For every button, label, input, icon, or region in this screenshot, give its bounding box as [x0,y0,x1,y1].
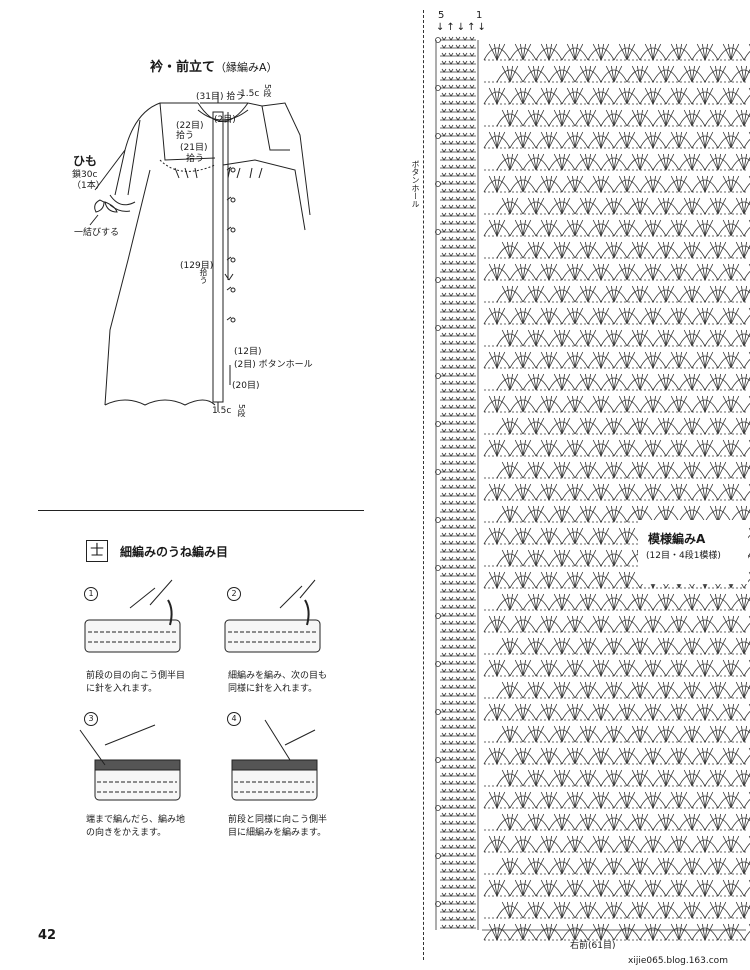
label-rows-bottom: 5段 [237,404,246,418]
label-pick22b: 拾う [176,131,195,141]
fold-line [423,10,424,960]
step-illustrations [79,579,321,801]
step4-illustration [231,719,318,801]
chart-bottom-label: 右前(61目) [570,941,616,951]
stitch-chart: 5 1 ↓↑↓↑↓ ボタンホール 模様編みA (12目・4段1模様) 右前(61… [411,0,750,970]
label-tie: 一結びする [74,228,120,238]
pattern-title: 模様編みA [648,532,706,546]
step4-number: 4 [227,712,241,726]
pattern-note: (12目・4段1模様) [646,551,721,561]
step2-caption: 細編みを編み、次の目も 同様に針を入れます。 [228,671,328,694]
watermark: xijie065.blog.163.com [628,956,728,966]
technique-title: 細編みのうね編み目 [120,545,229,559]
technique-section: 士 細編みのうね編み目 [0,520,420,850]
label-buttonhole2: (2目) ボタンホール [234,360,313,370]
label-himo-count: （1本） [72,181,105,191]
chart-top-arrows: ↓↑↓↑↓ [436,22,488,33]
step1-number: 1 [84,587,98,601]
label-himo-chain: 鎖30c [72,170,98,180]
label-pick21: (21目) [180,143,208,153]
step3-caption: 端まで編んだら、編み地 の向きをかえます。 [86,815,186,838]
label-len-bottom: 1.5c [212,406,232,416]
diagram-title: 衿・前立て（縁編みA） [150,60,278,75]
label-len-top: 1.5c [240,89,260,99]
step2-number: 2 [227,587,241,601]
step2-illustration [224,579,321,653]
step4-caption: 前段と同様に向こう側半 目に細編みを編みます。 [228,815,328,838]
label-pick129: (129目) [180,261,214,271]
step3-illustration [79,724,181,801]
chart-grid [435,36,750,941]
step1-illustration [84,579,181,653]
section-divider [38,510,364,511]
label-rows-top: 5段 [263,84,272,98]
label-pick22: (22目) [176,121,204,131]
technique-symbol: 士 [86,540,108,562]
label-twelve: (12目) [234,347,262,357]
label-two-top: (2目) [214,115,236,125]
label-pick31: (31目) 拾う [196,92,245,102]
garment-outline [89,92,311,412]
step1-caption: 前段の目の向こう側半目 に針を入れます。 [86,671,186,694]
chart-top-five: 5 [438,10,445,21]
page-number: 42 [38,928,57,943]
step3-number: 3 [84,712,98,726]
label-twenty: (20目) [232,381,260,391]
label-himo: ひも [73,154,98,168]
label-pick21b: 拾う [186,154,205,164]
chart-pattern [435,36,750,941]
chart-top-one: 1 [476,10,483,21]
label-pick129b: 拾う [199,268,208,284]
chart-buttonhole-label: ボタンホール [411,160,420,208]
garment-diagram: 衿・前立て（縁編みA） [0,0,420,440]
pattern-label-box [638,520,748,584]
